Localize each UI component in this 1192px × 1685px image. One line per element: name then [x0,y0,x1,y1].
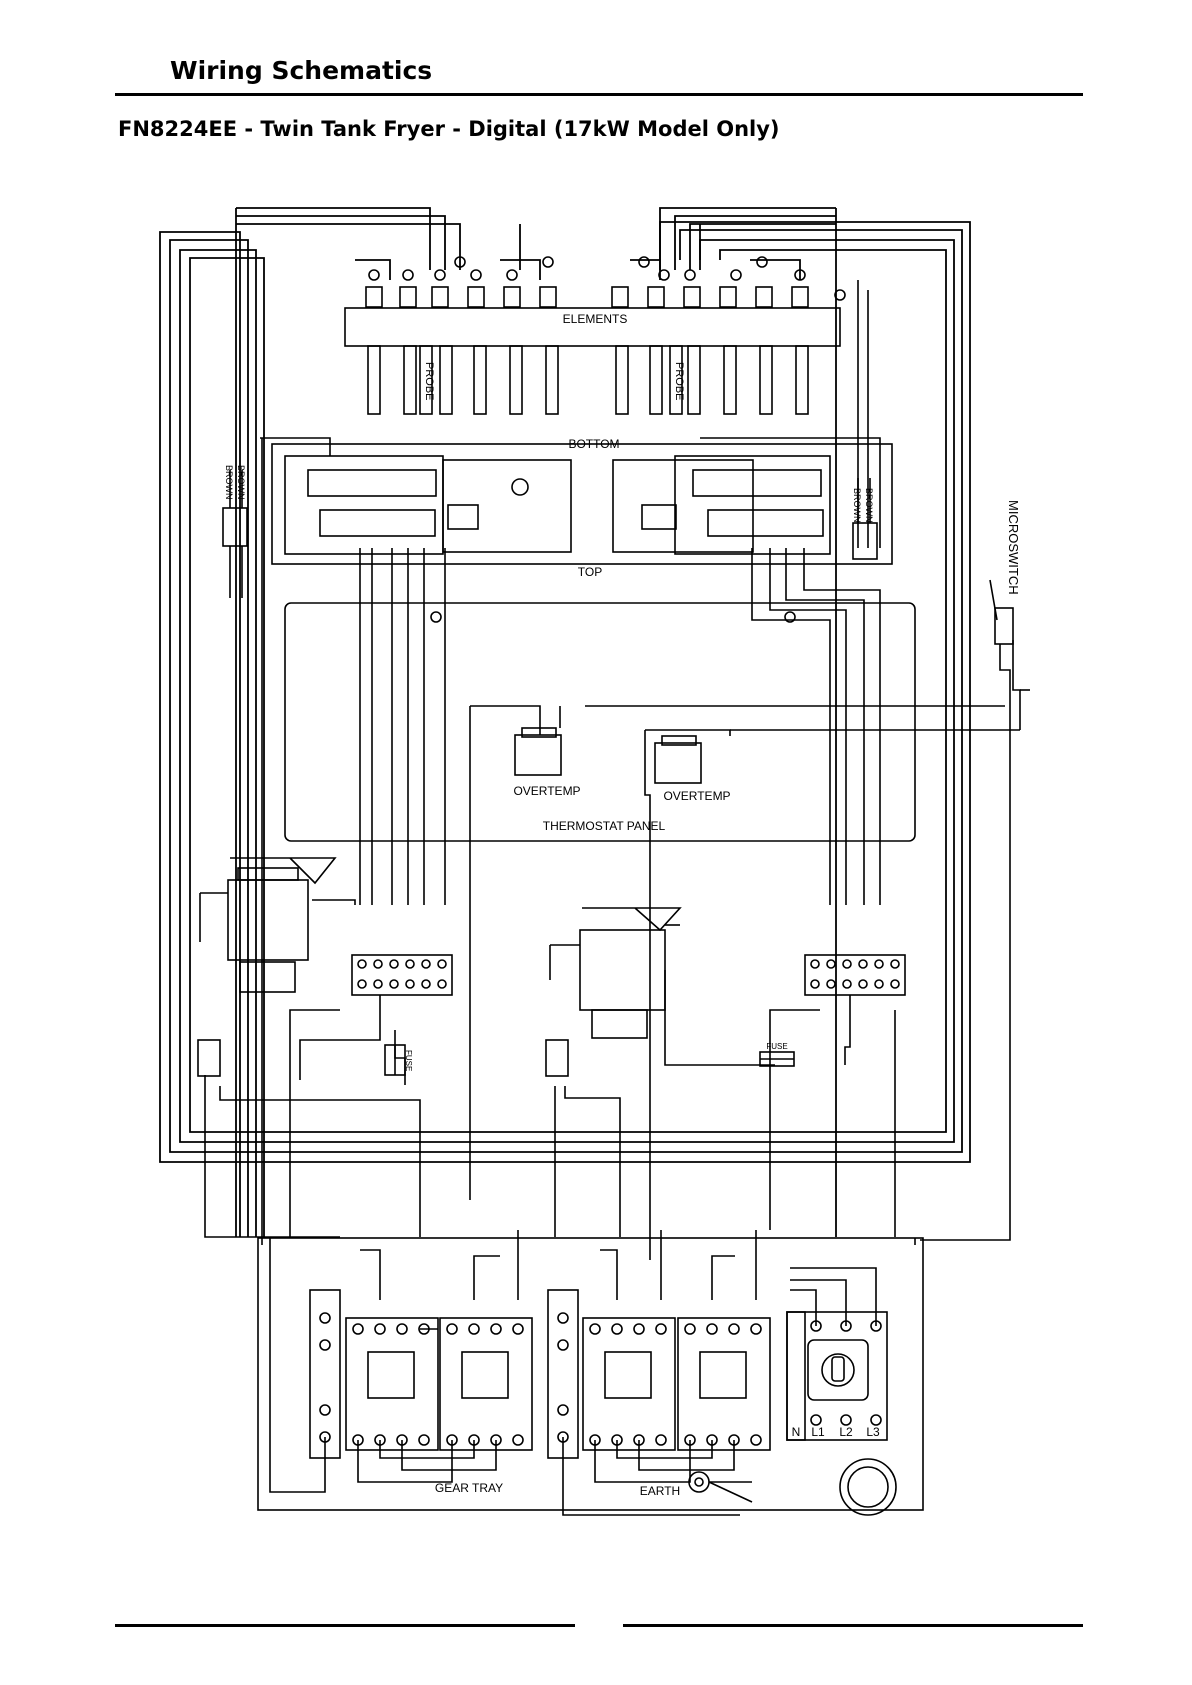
element-wire-markers [369,257,845,300]
overtemp-left [470,706,561,1200]
microswitch [920,580,1030,1240]
controller-right [613,456,830,554]
earth-label: EARTH [640,1484,680,1498]
brown-label-right-b: BROWN [864,488,874,523]
top-label: TOP [578,565,602,579]
overtemp-label-left: OVERTEMP [513,784,580,798]
gear-tray-label: GEAR TRAY [435,1481,503,1495]
probe-label-left: PROBE [423,362,435,401]
transformer-left [200,858,355,992]
terminal-block-left [290,955,452,1237]
terminal-block-right [770,955,905,1237]
thermostat-panel-label: THERMOSTAT PANEL [543,819,666,833]
overtemp-label-right: OVERTEMP [663,789,730,803]
microswitch-label: MICROSWITCH [1006,500,1021,595]
brown-label-left-a: BROWN [224,465,234,500]
brown-label-right-a: BROWN [852,488,862,523]
gear-tray-wiring [270,1230,756,1515]
footer-rule-left [115,1624,575,1627]
footer-rule-right [623,1624,1083,1627]
isolator-switch [787,1268,887,1440]
probe-label-right: PROBE [673,362,685,401]
bottom-label: BOTTOM [568,437,619,451]
fuse-label-left: FUSE [404,1050,413,1071]
cable-gland [840,1459,896,1515]
isolator-l1-label: L1 [811,1425,825,1439]
isolator-l2-label: L2 [839,1425,853,1439]
elements-label: ELEMENTS [563,312,628,326]
wire-harness [160,208,970,1237]
brown-label-left-b: BROWN [236,465,246,500]
transformer-right [550,908,775,1065]
controller-wires [260,280,880,1237]
earth-stud [689,1472,752,1502]
contactor-terminals [320,1313,761,1445]
isolator-l3-label: L3 [866,1425,880,1439]
controller-frame [272,444,892,564]
elements-block [345,257,845,414]
brown-leads [223,470,877,598]
thermostat-panel [285,603,915,841]
diagram-labels: ELEMENTS PROBE PROBE BOTTOM TOP BROWN BR… [224,312,1021,1498]
fuses [385,1045,794,1075]
contactors [310,1290,770,1458]
controller-left [285,456,571,554]
element-terminals [366,287,808,307]
isolator-n-label: N [792,1425,801,1439]
fuse-label-right: FUSE [766,1042,787,1051]
